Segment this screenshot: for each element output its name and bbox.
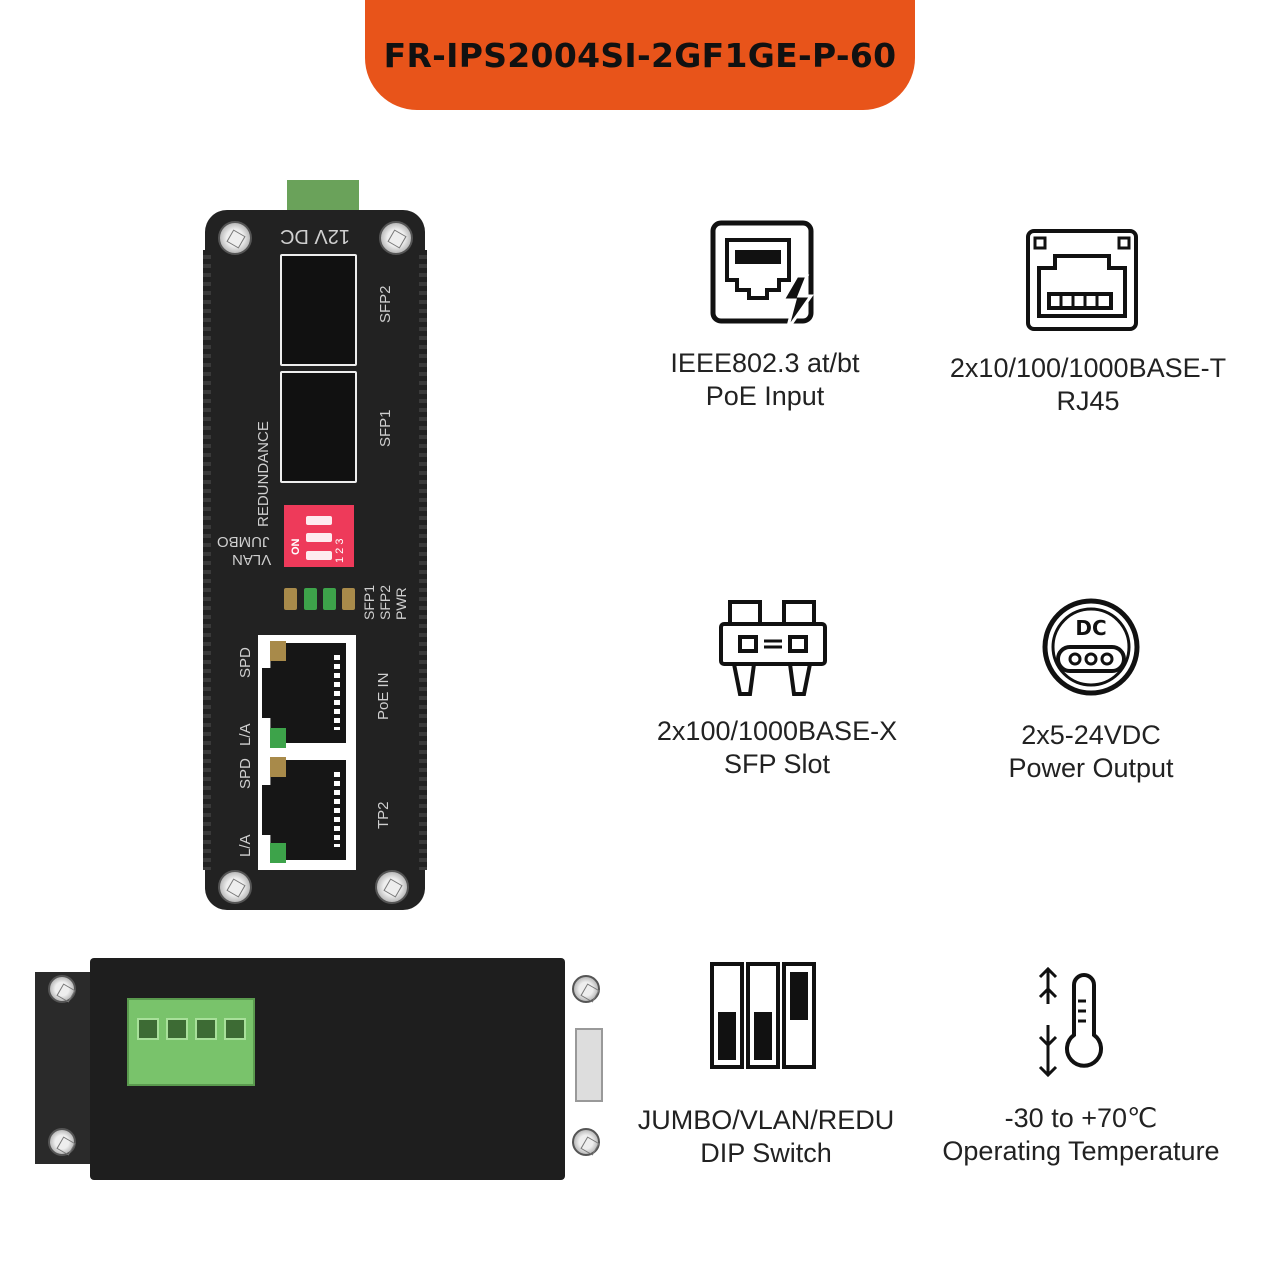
feature-subtitle: DIP Switch bbox=[700, 1138, 832, 1168]
screw-icon bbox=[218, 870, 252, 904]
spd-label: SPD bbox=[237, 758, 254, 789]
rj45-ports bbox=[258, 635, 356, 870]
led-la bbox=[270, 843, 286, 863]
thermometer-icon bbox=[1038, 966, 1103, 1078]
feature-subtitle: PoE Input bbox=[705, 381, 825, 411]
feature-subtitle: RJ45 bbox=[1056, 386, 1120, 416]
dip-switch-icon bbox=[710, 962, 816, 1069]
feature-title: JUMBO/VLAN/REDU bbox=[637, 1105, 895, 1135]
heat-fins-left bbox=[203, 250, 211, 870]
spd-label: SPD bbox=[237, 647, 254, 678]
svg-text:DC: DC bbox=[1075, 616, 1106, 640]
output-terminal-block bbox=[127, 998, 255, 1086]
screw-icon bbox=[572, 975, 600, 1003]
sfp1-label: SFP1 bbox=[377, 409, 394, 447]
screw-icon bbox=[375, 870, 409, 904]
power-terminal-block bbox=[287, 180, 359, 212]
led-amber bbox=[342, 588, 355, 610]
screw-icon bbox=[379, 221, 413, 255]
rj45-icon bbox=[1026, 229, 1138, 331]
product-title-banner: FR-IPS2004SI-2GF1GE-P-60 bbox=[365, 0, 915, 110]
vlan-label: VLAN bbox=[232, 551, 272, 568]
dc-power-icon: DC bbox=[1042, 598, 1140, 696]
sfp1-slot bbox=[280, 371, 357, 483]
sfp2-label: SFP2 bbox=[377, 285, 394, 323]
feature-title: -30 to +70℃ bbox=[1004, 1103, 1158, 1133]
screw-icon bbox=[48, 975, 76, 1003]
led-sfp1-label: SFP1 bbox=[361, 584, 377, 620]
led-spd bbox=[270, 641, 286, 661]
led-la bbox=[270, 728, 286, 748]
poe-in-label: PoE IN bbox=[375, 672, 392, 720]
feature-title: 2x10/100/1000BASE-T bbox=[949, 353, 1227, 383]
dip-numbers: 1 2 3 bbox=[334, 538, 346, 563]
la-label: L/A bbox=[237, 723, 254, 746]
dip-switch[interactable]: ON 1 2 3 bbox=[284, 505, 354, 567]
led-amber bbox=[284, 588, 297, 610]
led-green bbox=[323, 588, 336, 610]
feature-title: 2x5-24VDC bbox=[1021, 720, 1161, 750]
tp2-label: TP2 bbox=[375, 801, 392, 829]
redundance-label: REDUNDANCE bbox=[255, 421, 272, 527]
product-model: FR-IPS2004SI-2GF1GE-P-60 bbox=[383, 35, 897, 75]
led-sfp2-label: SFP2 bbox=[377, 584, 393, 620]
feature-title: IEEE802.3 at/bt bbox=[670, 348, 860, 378]
screw-icon bbox=[572, 1128, 600, 1156]
led-pwr-label: PWR bbox=[393, 587, 409, 620]
screw-icon bbox=[218, 221, 252, 255]
feature-subtitle: SFP Slot bbox=[723, 749, 831, 779]
feature-subtitle: Power Output bbox=[1008, 753, 1174, 783]
led-green bbox=[304, 588, 317, 610]
heat-fins-right bbox=[419, 250, 427, 870]
sfp-icon bbox=[719, 600, 827, 696]
poe-port-icon bbox=[710, 220, 814, 331]
sfp2-slot bbox=[280, 254, 357, 366]
la-label: L/A bbox=[237, 834, 254, 857]
led-spd bbox=[270, 757, 286, 777]
power-label: 12V DC bbox=[280, 225, 351, 247]
feature-title: 2x100/1000BASE-X bbox=[656, 716, 898, 746]
dip-on-label: ON bbox=[290, 538, 302, 556]
screw-icon bbox=[48, 1128, 76, 1156]
feature-subtitle: Operating Temperature bbox=[942, 1136, 1220, 1166]
jumbo-label: JUMBO bbox=[217, 533, 270, 550]
side-rj45 bbox=[575, 1028, 603, 1102]
